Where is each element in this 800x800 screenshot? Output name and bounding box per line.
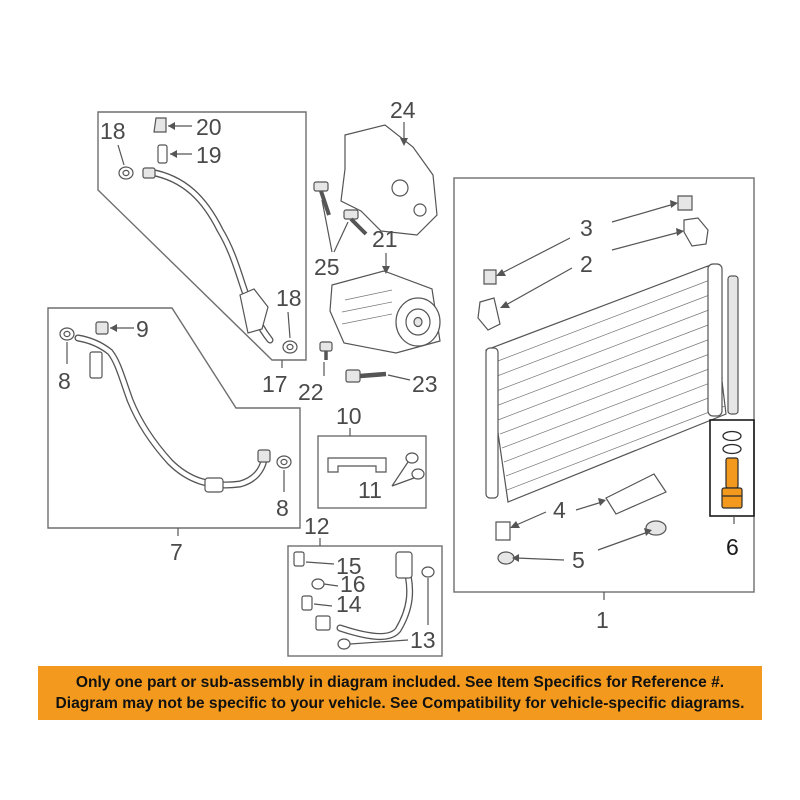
hose-muffler-lower [204,477,224,493]
valve-15 [293,551,305,567]
group-12-line-assembly: 12 15 16 14 13 [287,513,443,657]
group-12-box [287,545,443,657]
group-10-box [317,435,427,509]
callout-1: 1 [596,607,609,633]
callout-5: 5 [572,547,585,573]
compressor-assembly: 24 25 21 22 [298,97,441,405]
callout-15: 15 [336,553,362,579]
rubber-mount-3a [677,195,693,211]
side-tank [485,347,499,499]
hose-clamp-bracket [327,457,387,473]
callout-19: 19 [196,142,222,168]
seal-ring-13a [421,566,435,578]
upper-bracket-2a [683,217,709,247]
hose-muffler [239,288,269,334]
callout-11: 11 [358,477,382,503]
filter-plug-6 [721,487,743,509]
group-6-box [709,419,755,517]
notice-banner: Only one part or sub-assembly in diagram… [38,666,762,720]
charge-valve-19 [157,144,168,164]
group-1-condenser: 1 3 2 [453,177,755,633]
callout-18-upper: 18 [100,118,126,144]
callout-18-lower: 18 [276,285,302,311]
bolt-25a [313,181,331,216]
insulator-5a [645,520,667,536]
group-7-box [47,307,301,529]
group-17-hose-assembly: 18 20 19 18 17 [97,111,307,397]
service-cap-9 [95,321,109,335]
lower-fitting [257,449,271,463]
rubber-mount-3b [483,269,497,285]
notice-line-2: Diagram may not be specific to your vehi… [55,695,745,712]
callout-22: 22 [298,379,324,405]
seal-ring-11a [405,452,419,464]
seal-ring-11b [411,468,425,480]
o-ring-6a [722,430,742,442]
seal-ring-13b [337,638,351,650]
filter-element-6 [725,457,739,489]
bolt-25b [343,209,368,236]
condenser-core [485,265,727,503]
callout-4: 4 [553,497,566,523]
callout-9: 9 [136,316,149,342]
notice-line-1: Only one part or sub-assembly in diagram… [75,674,725,691]
condenser-fins [489,279,726,491]
bolt-23 [345,369,387,383]
group-10-clamp: 10 11 [317,403,427,509]
receiver-tank [707,263,723,417]
callout-10: 10 [336,403,362,429]
callout-21: 21 [372,226,398,252]
callout-13: 13 [410,627,436,653]
bolt-22 [319,341,333,360]
callout-2: 2 [580,251,593,277]
callout-17: 17 [262,371,288,397]
callout-16: 16 [340,571,366,597]
service-cap-20 [153,117,167,133]
callout-24: 24 [390,97,416,123]
group-6-desiccant-bag: 6 [709,419,755,560]
group-7-hose-assembly: 9 8 8 7 [47,307,301,565]
callout-8-upper: 8 [58,368,71,394]
hose-end-fitting [142,167,156,179]
callout-20: 20 [196,114,222,140]
hose-bracket [89,351,103,379]
callout-3: 3 [580,215,593,241]
callout-6: 6 [726,534,739,560]
callout-14: 14 [336,591,362,617]
lower-bracket-4b [495,521,511,541]
callout-7: 7 [170,539,183,565]
callout-8-lower: 8 [276,495,289,521]
callout-25: 25 [314,254,340,280]
lower-bracket-4a [605,473,667,515]
seal-ring-16 [311,578,325,590]
group-17-box [97,111,307,361]
callout-23: 23 [412,371,438,397]
callout-12: 12 [304,513,330,539]
o-ring-6b [722,443,742,455]
valve-14 [301,595,313,611]
insulator-5b [497,551,515,565]
upper-bracket-2b [477,297,501,331]
